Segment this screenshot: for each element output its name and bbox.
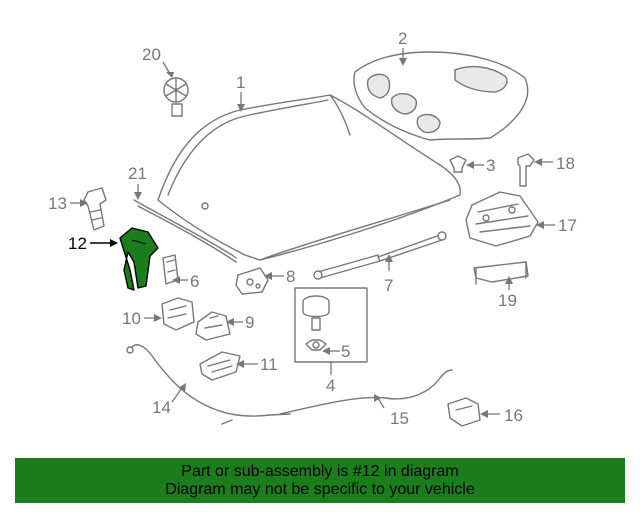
callout-3[interactable]: 3 [486,156,495,175]
callout-2[interactable]: 2 [398,29,407,48]
callout-13[interactable]: 13 [48,194,67,213]
callout-4[interactable]: 4 [326,376,335,395]
info-banner: Part or sub-assembly is #12 in diagram D… [15,458,625,503]
callout-9[interactable]: 9 [245,313,254,332]
hinge-plate-part [235,267,269,295]
banner-line-1: Part or sub-assembly is #12 in diagram [181,463,459,480]
callout-10[interactable]: 10 [122,309,141,328]
release-handle-part [199,351,241,381]
lock-bracket-part [195,311,231,341]
latch-part [447,397,481,427]
highlighted-bracket-part-12[interactable] [119,227,159,291]
hood-insulation-part [353,51,529,141]
gas-strut-part [313,231,447,280]
callout-6[interactable]: 6 [190,272,199,291]
striker-part [473,261,529,285]
clip-part [449,155,467,173]
callout-7[interactable]: 7 [384,276,393,295]
callout-19[interactable]: 19 [498,291,517,310]
callout-8[interactable]: 8 [286,267,295,286]
banner-line-2: Diagram may not be specific to your vehi… [165,481,475,498]
hood-lock-part [465,191,539,247]
support-bracket-part [161,297,195,331]
callout-17[interactable]: 17 [558,216,577,235]
callout-12[interactable]: 12 [68,234,87,253]
seal-strip-part [133,199,237,263]
emblem-part [163,77,189,117]
bump-stop-part [302,295,330,351]
cable-part [279,369,453,415]
callout-11[interactable]: 11 [260,355,278,374]
callout-5[interactable]: 5 [341,342,350,361]
callout-14[interactable]: 14 [152,398,171,417]
callout-20[interactable]: 20 [142,45,161,64]
callout-1[interactable]: 1 [236,73,245,92]
callout-15[interactable]: 15 [390,409,409,428]
callout-21[interactable]: 21 [128,164,147,183]
callout-18[interactable]: 18 [556,154,575,173]
hood-part [157,94,462,261]
callout-16[interactable]: 16 [504,406,523,425]
bolt-part [517,153,535,187]
hinge-bracket-part [162,254,179,285]
parts-diagram: 1 2 3 5 4 6 7 [48,29,577,428]
buffer-part [83,187,107,231]
